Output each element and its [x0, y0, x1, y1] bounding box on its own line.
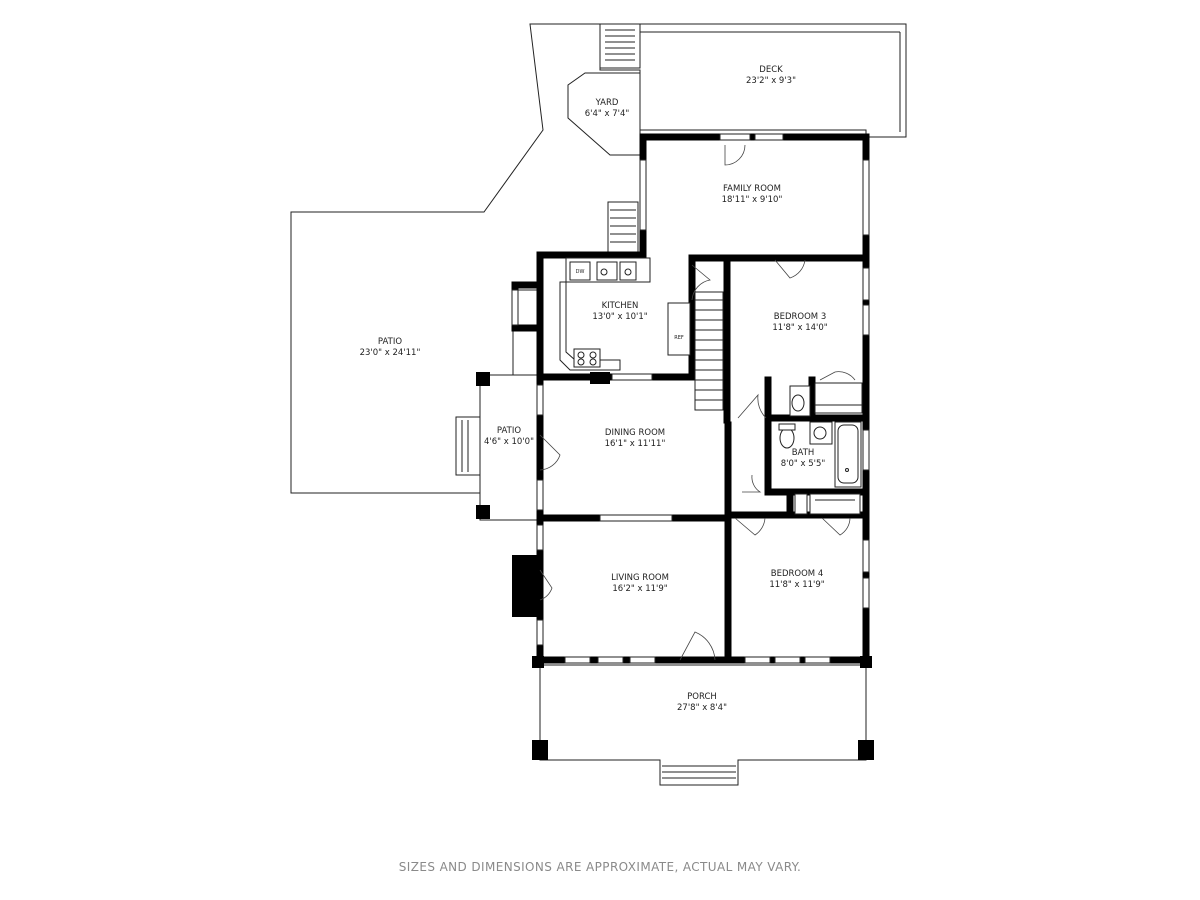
bedroom-3-name: BEDROOM 3 [774, 312, 826, 322]
room-labels: DECK 23'2" x 9'3" YARD 6'4" x 7'4" FAMIL… [360, 65, 828, 713]
patio-small-outline [479, 374, 541, 521]
deck-name: DECK [759, 65, 783, 75]
deck-outline [599, 23, 907, 138]
yard-outline [567, 72, 641, 156]
dishwasher-label: DW [576, 269, 585, 275]
living-room-name: LIVING ROOM [611, 573, 669, 583]
doors [539, 144, 856, 661]
dining-room-dims: 16'1" x 11'11" [605, 439, 666, 449]
patio-small-name: PATIO [497, 426, 521, 436]
bedroom-4-dims: 11'8" x 11'9" [769, 580, 824, 590]
side-stairs [607, 201, 639, 253]
patio-large-name: PATIO [378, 337, 402, 347]
bedroom-3-dims: 11'8" x 14'0" [772, 323, 827, 333]
patio-small-dims: 4'6" x 10'0" [484, 437, 534, 447]
disclaimer-text: SIZES AND DIMENSIONS ARE APPROXIMATE, AC… [398, 860, 802, 874]
porch-stairs [662, 765, 736, 779]
interior-stairs [694, 291, 724, 411]
family-room-dims: 18'11" x 9'10" [722, 195, 783, 205]
refrigerator [667, 302, 691, 356]
kitchen-name: KITCHEN [602, 301, 639, 311]
porch-outline [539, 664, 867, 786]
living-room-dims: 16'2" x 11'9" [612, 584, 667, 594]
yard-name: YARD [595, 98, 619, 108]
walls [476, 133, 874, 760]
deck-dims: 23'2" x 9'3" [746, 76, 796, 86]
dining-room-name: DINING ROOM [605, 428, 665, 438]
windows [511, 133, 870, 664]
refrigerator-label: REF [674, 335, 684, 341]
bath-dims: 8'0" x 5'5" [781, 459, 826, 469]
kitchen-dims: 13'0" x 10'1" [592, 312, 647, 322]
porch-name: PORCH [687, 692, 717, 702]
bath-name: BATH [792, 448, 815, 458]
outdoor-areas [290, 23, 907, 786]
deck-stairs [599, 23, 641, 69]
patio-large-dims: 23'0" x 24'11" [360, 348, 421, 358]
porch-dims: 27'8" x 8'4" [677, 703, 727, 713]
fixtures [559, 257, 863, 515]
family-room-name: FAMILY ROOM [723, 184, 781, 194]
bedroom-4-name: BEDROOM 4 [771, 569, 823, 579]
yard-dims: 6'4" x 7'4" [585, 109, 630, 119]
